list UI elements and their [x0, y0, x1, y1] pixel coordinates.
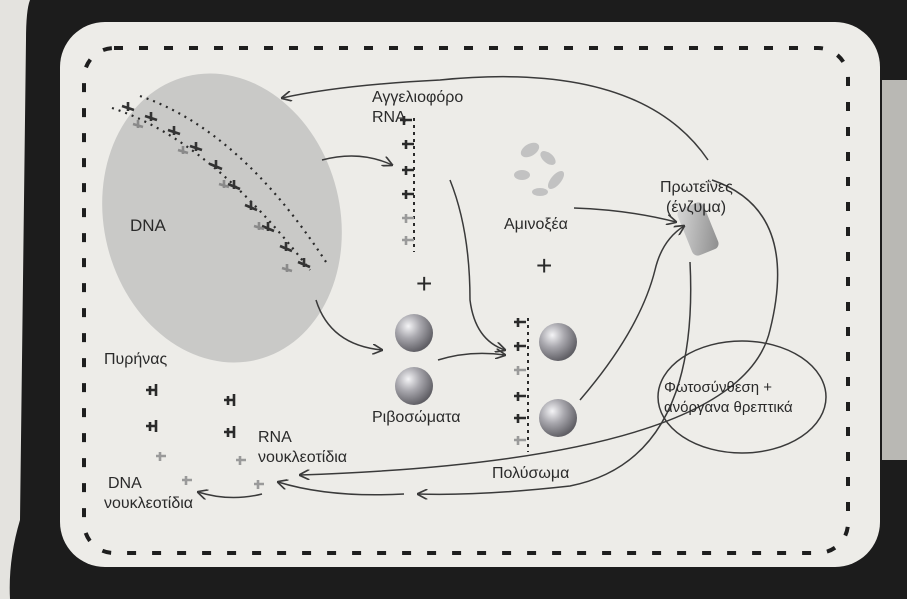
photosynthesis-label-line2: ανόργανα θρεπτικά	[664, 398, 793, 417]
amino-acids-label: Αμινοξέα	[504, 215, 568, 234]
mrna-label-line1: Αγγελιοφόρο	[372, 88, 463, 107]
nucleus-label: Πυρήνας	[104, 350, 167, 369]
polysome-label: Πολύσωμα	[492, 464, 569, 483]
rna-nucleotides-label-line2: νουκλεοτίδια	[258, 448, 347, 467]
rna-nucleotides-label-line1: RNA	[258, 428, 292, 447]
plus-sign-2: +	[536, 252, 552, 280]
dna-nucleotides-label-line2: νουκλεοτίδια	[104, 494, 193, 513]
proteins-label-line1: Πρωτεΐνες	[660, 178, 733, 197]
polysome-ribosome-2	[539, 399, 577, 437]
ribosome-1	[395, 314, 433, 352]
ribosomes-label: Ριβοσώματα	[372, 408, 461, 427]
photosynthesis-label-line1: Φωτοσύνθεση +	[664, 378, 772, 397]
neighbor-cell-gap	[882, 80, 907, 460]
plus-sign-1: +	[416, 270, 432, 298]
ribosome-2	[395, 367, 433, 405]
photosynthesis-region	[658, 341, 826, 453]
polysome-ribosome-1	[539, 323, 577, 361]
dna-nucleotides-label-line1: DNA	[108, 474, 142, 493]
proteins-label-line2: (ένζυμα)	[666, 198, 726, 217]
mrna-label-line2: RNA	[372, 108, 406, 127]
dna-label: DNA	[130, 216, 166, 235]
